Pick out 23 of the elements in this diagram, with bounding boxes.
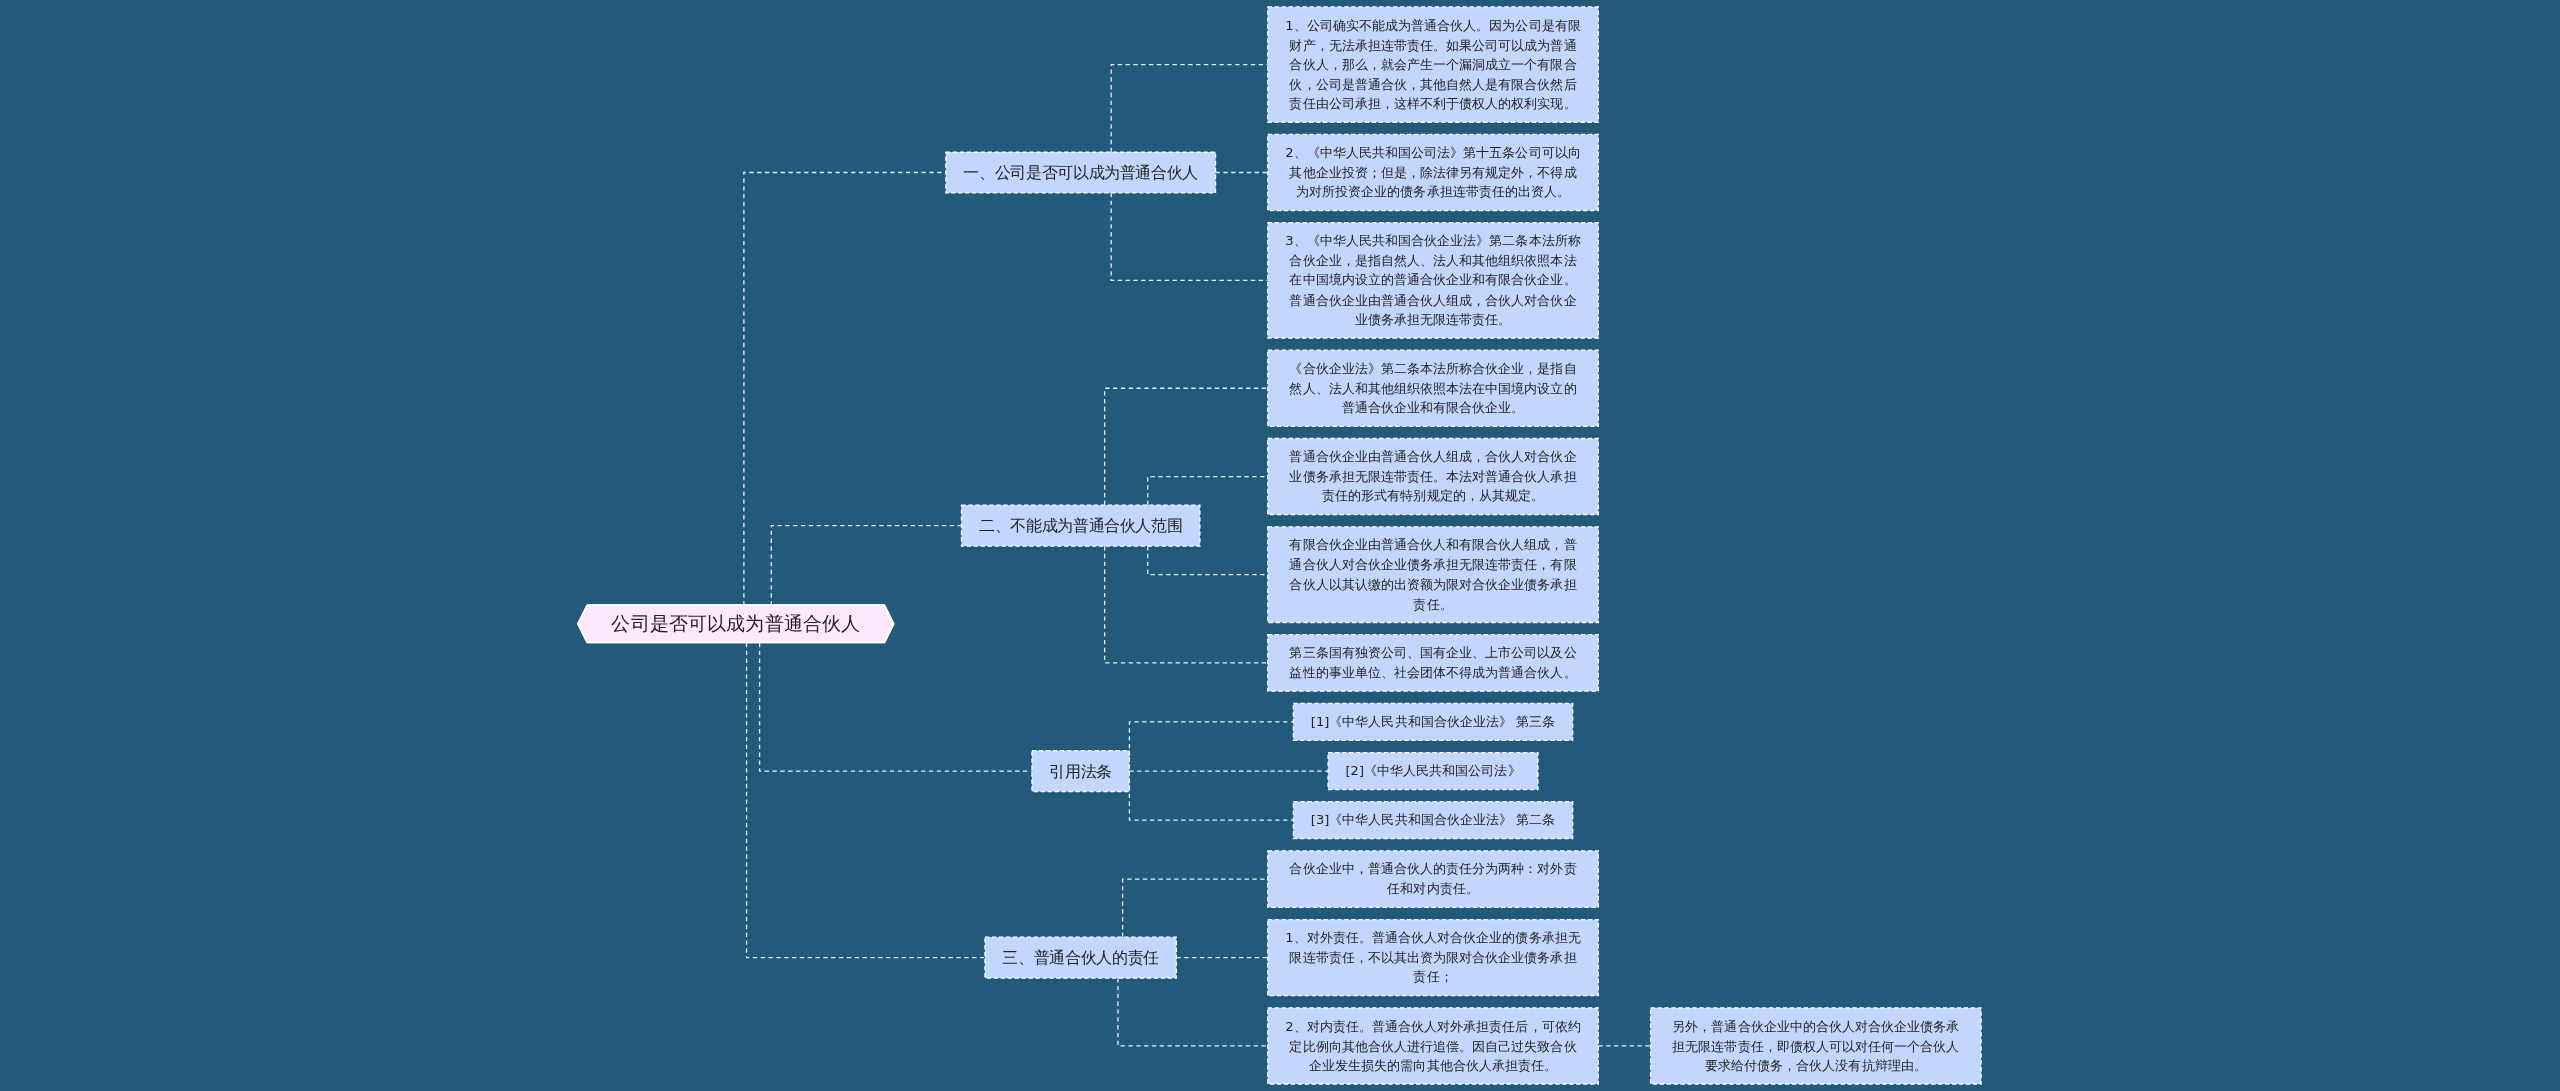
node-box: 1、对外责任。普通合伙人对合伙企业的债务承担无限连带责任，不以其出资为限对合伙企业债务承担责任； — [1267, 918, 1600, 997]
node-box: 引用法条 — [1031, 749, 1131, 793]
node-box: 第三条国有独资公司、国有企业、上市公司以及公益性的事业单位、社会团体不得成为普通合伙人。 — [1267, 634, 1600, 692]
node-box: 3、《中华人民共和国合伙企业法》第二条本法所称合伙企业，是指自然人、法人和其他组织依照本法在中国境内设立的普通合伙企业和有限合伙企业。普通合伙企业由普通合伙人组成，合伙人对合伙企业债务承担无限连带责任。 — [1267, 222, 1600, 339]
node-box: [2]《中华人民共和国公司法》 — [1327, 751, 1540, 791]
node-box: 另外，普通合伙企业中的合伙人对合伙企业债务承担无限连带责任，即债权人可以对任何一个合伙人要求给付债务，合伙人没有抗辩理由。 — [1650, 1007, 1983, 1085]
connector — [1104, 387, 1269, 506]
connector — [1104, 545, 1269, 664]
node-box: 1、公司确实不能成为普通合伙人。因为公司是有限财产，无法承担连带责任。如果公司可以成为普通合伙人，那么，就会产生一个漏洞成立一个有限合伙，公司是普通合伙，其他自然人是有限合伙然后责任由公司承担，这样不利于债权人的权利实现。 — [1267, 6, 1600, 123]
node-box: 2、《中华人民共和国公司法》第十五条公司可以向其他企业投资；但是，除法律另有规定外，不得成为对所投资企业的债务承担连带责任的出资人。 — [1267, 133, 1600, 212]
node-box: [3]《中华人民共和国合伙企业法》 第二条 — [1293, 801, 1574, 840]
node-box: 合伙企业中，普通合伙人的责任分为两种：对外责任和对内责任。 — [1267, 850, 1600, 909]
connector — [1215, 171, 1269, 174]
connector — [1117, 977, 1269, 1047]
node-box: 三、普通合伙人的责任 — [984, 936, 1178, 979]
node-box: 普通合伙企业由普通合伙人组成，合伙人对合伙企业债务承担无限连带责任。本法对普通合伙人承担责任的形式有特别规定的，从其规定。 — [1267, 437, 1600, 516]
node-box: 2、对内责任。普通合伙人对外承担责任后，可依约定比例向其他合伙人进行追偿。因自己过失致合伙企业发生损失的需向其他合伙人承担责任。 — [1267, 1007, 1600, 1085]
node-box: 一、公司是否可以成为普通合伙人 — [945, 151, 1217, 194]
node-box: [1]《中华人民共和国合伙企业法》 第三条 — [1293, 702, 1574, 742]
node-box: 有限合伙企业由普通合伙人和有限合伙人组成，普通合伙人对合伙企业债务承担无限连带责任，有限合伙人以其认缴的出资额为限对合伙企业债务承担责任。 — [1267, 526, 1600, 624]
node-box: 二、不能成为普通合伙人范围 — [961, 504, 1201, 547]
node-box: 《合伙企业法》第二条本法所称合伙企业，是指自然人、法人和其他组织依照本法在中国境内设立的普通合伙企业和有限合伙企业。 — [1267, 349, 1600, 427]
connector — [1176, 957, 1269, 959]
